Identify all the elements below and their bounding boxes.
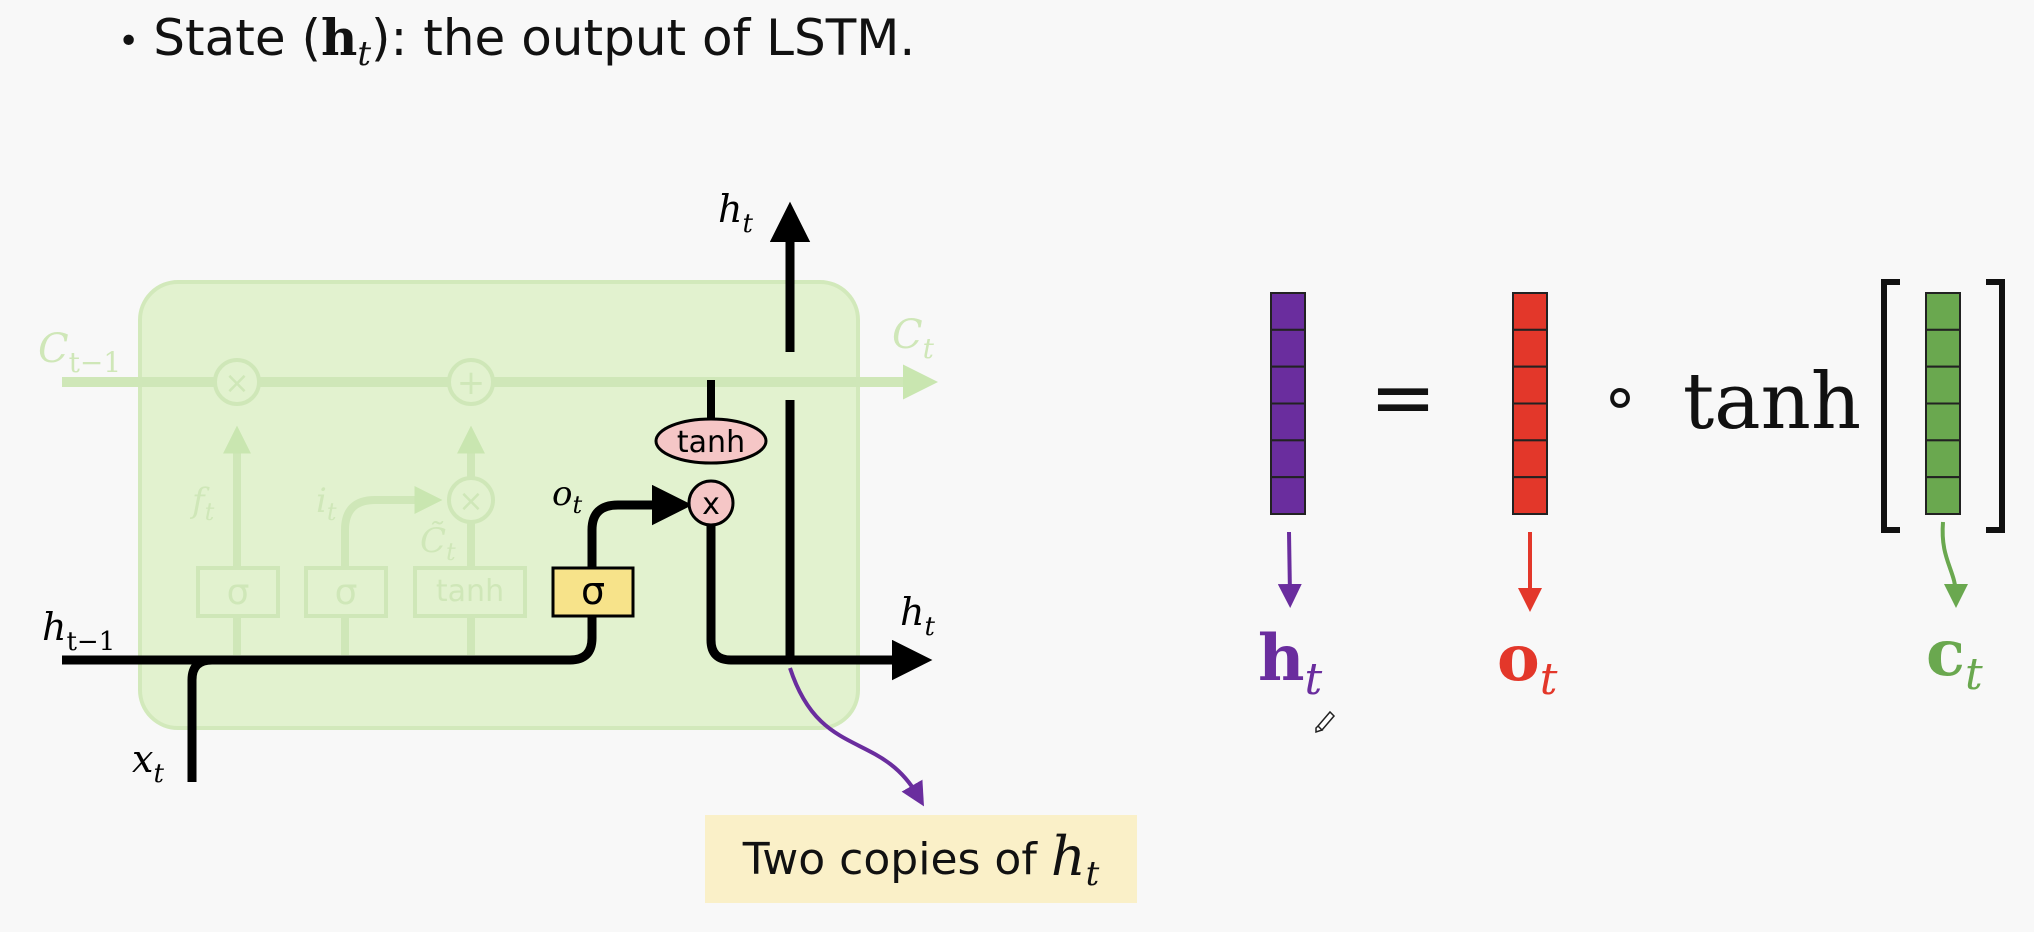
tanh-op bbox=[654, 417, 768, 465]
hprev-to-output-gate-path bbox=[62, 616, 597, 665]
vector-c-cell bbox=[1925, 328, 1961, 368]
multiply-to-output-path bbox=[706, 525, 933, 681]
c-vector-label: ct bbox=[1926, 616, 1983, 700]
input-gate-flow bbox=[341, 486, 443, 655]
tanh-label: tanh bbox=[1683, 357, 1861, 447]
bullet-t: t bbox=[357, 34, 372, 74]
vector-o-cell bbox=[1512, 365, 1548, 405]
forget-multiply-op bbox=[213, 358, 261, 406]
label-c-prev: Ct−1 bbox=[38, 326, 121, 379]
vector-h-cell bbox=[1270, 365, 1306, 405]
callout-h: ht bbox=[1050, 824, 1100, 894]
label-i: it bbox=[316, 481, 337, 526]
bullet-dot: • bbox=[118, 21, 140, 62]
label-ctilde: C̃t bbox=[420, 521, 456, 566]
input-gate-box bbox=[304, 566, 388, 618]
vector-h-cell bbox=[1270, 292, 1306, 331]
candidate-gate-box bbox=[413, 566, 527, 618]
c-vector-arrow bbox=[1940, 521, 1968, 608]
vector-c-cell bbox=[1925, 292, 1961, 331]
bullet-prefix: State ( bbox=[153, 9, 321, 67]
vector-o-cell bbox=[1512, 292, 1548, 331]
output-multiply-symbol: x bbox=[702, 487, 720, 522]
x-input-path bbox=[187, 655, 213, 782]
input-gate-sigma: σ bbox=[335, 572, 358, 613]
vector-h-cell bbox=[1270, 439, 1306, 479]
add-op bbox=[447, 358, 495, 406]
input-multiply-symbol: × bbox=[458, 484, 483, 519]
tanh-op-label: tanh bbox=[677, 425, 745, 460]
equals-sign: = bbox=[1369, 351, 1436, 444]
label-h-top: ht bbox=[718, 187, 753, 239]
right-bracket bbox=[1986, 279, 2005, 533]
callout-arrow bbox=[788, 667, 924, 807]
vector-h bbox=[1270, 292, 1306, 515]
label-h-prev: ht−1 bbox=[42, 605, 115, 657]
vector-o bbox=[1512, 292, 1548, 515]
bullet-h: h bbox=[320, 8, 358, 67]
label-h-right: ht bbox=[900, 590, 935, 642]
label-c-next: Ct bbox=[892, 312, 935, 365]
vector-c bbox=[1925, 292, 1961, 515]
input-multiply-op bbox=[447, 476, 495, 524]
vector-o-cell bbox=[1512, 439, 1548, 479]
output-multiply-op bbox=[687, 479, 735, 527]
label-x: xt bbox=[132, 737, 164, 789]
label-o: ot bbox=[552, 474, 582, 519]
forget-multiply-symbol: × bbox=[224, 366, 249, 401]
vector-h-cell bbox=[1270, 476, 1306, 515]
h-vector-arrow bbox=[1277, 531, 1302, 608]
bullet-suffix: ): the output of LSTM. bbox=[371, 9, 916, 67]
callout-text: Two copies of bbox=[742, 833, 1037, 885]
h-vector-label: ht bbox=[1258, 621, 1323, 705]
hadamard-circle: ∘ bbox=[1600, 360, 1640, 434]
output-gate-box bbox=[551, 566, 635, 618]
o-vector-label: ot bbox=[1497, 621, 1558, 705]
cursor-pencil-icon bbox=[1315, 710, 1336, 734]
vector-h-cell bbox=[1270, 328, 1306, 368]
vector-c-cell bbox=[1925, 476, 1961, 515]
add-symbol: + bbox=[457, 363, 486, 403]
candidate-gate-tanh: tanh bbox=[436, 574, 504, 609]
vector-c-cell bbox=[1925, 365, 1961, 405]
vector-o-cell bbox=[1512, 476, 1548, 515]
vector-c-cell bbox=[1925, 439, 1961, 479]
forget-gate-sigma: σ bbox=[227, 572, 250, 613]
vector-c-cell bbox=[1925, 402, 1961, 442]
forget-gate-box bbox=[196, 566, 280, 618]
output-gate-to-multiply-path bbox=[587, 484, 693, 568]
bullet-line: • State (ht): the output of LSTM. bbox=[118, 8, 915, 74]
vector-h-cell bbox=[1270, 402, 1306, 442]
vector-o-cell bbox=[1512, 402, 1548, 442]
vector-o-cell bbox=[1512, 328, 1548, 368]
output-gate-sigma: σ bbox=[581, 569, 605, 613]
left-bracket bbox=[1881, 279, 1900, 533]
